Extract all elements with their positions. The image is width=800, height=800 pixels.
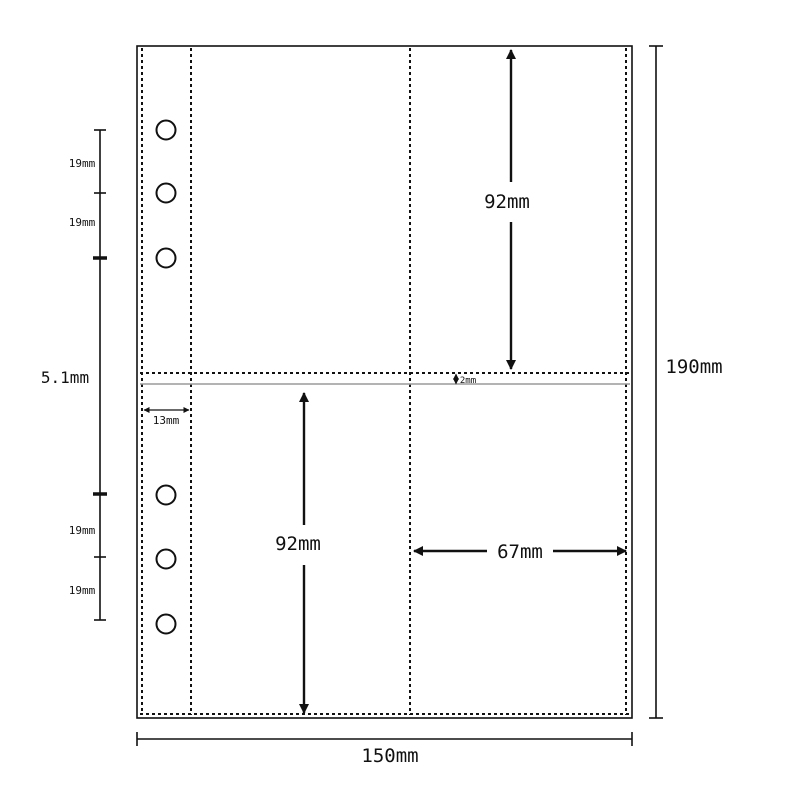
hole-group-gap-label: 5.1mm [41,368,89,387]
binder-hole [155,548,177,570]
seam-lines [140,48,630,715]
hole-spacing-label: 19mm [69,157,96,170]
total-width-dimension [136,732,633,746]
binding-strip-width-label: 13mm [153,414,180,427]
binder-hole [155,247,177,269]
binder-hole [155,182,177,204]
binder-hole [155,613,177,635]
total-height-label: 190mm [665,356,722,378]
total-height-dimension [649,45,663,719]
binder-holes [155,119,177,635]
total-width-label: 150mm [361,745,418,767]
binder-hole [155,119,177,141]
hole-spacing-label: 19mm [69,524,96,537]
hole-spacing-label: 19mm [69,216,96,229]
pocket-gap-label: 2mm [460,376,476,386]
hole-spacing-label: 19mm [69,584,96,597]
hole-spacing-ruler [93,129,107,621]
pocket-width-label: 67mm [497,541,543,563]
lower-pocket-height-label: 92mm [275,533,321,555]
upper-pocket-height-label: 92mm [484,191,530,213]
binder-hole [155,484,177,506]
sheet-outline [136,45,633,719]
